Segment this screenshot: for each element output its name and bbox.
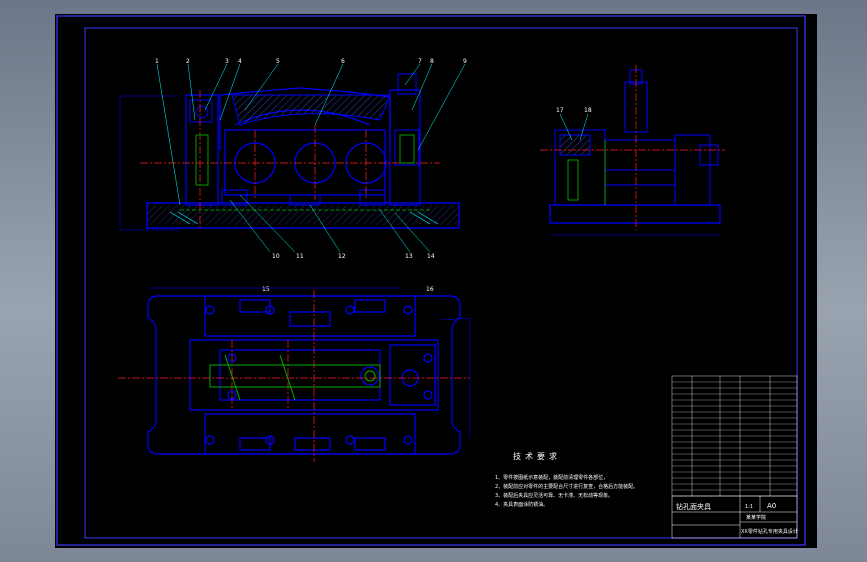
side-view — [549, 69, 721, 236]
title-block — [671, 495, 798, 539]
inner-frame — [84, 27, 798, 539]
label-11: 11 — [296, 253, 304, 260]
front-view-centerlines — [140, 90, 440, 230]
part-labels: 1 2 3 4 5 6 7 8 9 10 11 12 13 14 15 16 1… — [155, 58, 592, 293]
label-16: 16 — [426, 286, 434, 293]
front-view-hatch — [169, 211, 439, 225]
tech-requirements-title: 技术要求 — [513, 451, 561, 461]
front-view-green — [180, 134, 430, 211]
label-9: 9 — [463, 58, 467, 65]
label-4: 4 — [238, 58, 242, 65]
sheet-size: A0 — [767, 502, 776, 510]
side-leaders — [559, 113, 589, 141]
label-18: 18 — [584, 107, 592, 114]
tech-note-2: 2、装配前应对零件的主要配合尺寸进行复查，合格后方能装配。 — [495, 483, 638, 490]
drawing-scale: 1:1 — [745, 504, 753, 510]
fixture-drawing: 1 2 3 4 5 6 7 8 9 10 11 12 13 14 15 16 1… — [56, 15, 806, 546]
side-view-centerlines — [540, 65, 725, 230]
label-12: 12 — [338, 253, 346, 260]
label-1: 1 — [155, 58, 159, 65]
tech-note-4: 4、夹具表面涂防锈油。 — [495, 501, 548, 508]
top-view-dims — [148, 287, 471, 438]
label-7: 7 — [418, 58, 422, 65]
top-view-green — [209, 354, 381, 401]
cad-viewport[interactable]: 1 2 3 4 5 6 7 8 9 10 11 12 13 14 15 16 1… — [55, 14, 817, 548]
label-13: 13 — [405, 253, 413, 260]
front-view — [119, 73, 460, 231]
label-17: 17 — [556, 107, 564, 114]
drawing-name: 钻孔面夹具 — [676, 502, 711, 511]
outer-frame — [56, 15, 806, 546]
top-view — [147, 295, 461, 455]
leader-lines — [156, 63, 466, 253]
label-8: 8 — [430, 58, 434, 65]
label-6: 6 — [341, 58, 345, 65]
label-15: 15 — [262, 286, 270, 293]
tech-note-1: 1、零件按图纸示意装配，装配前清理零件各部位， — [495, 474, 608, 481]
tech-note-3: 3、装配后夹具应灵活可靠、无卡滞、无松动等现象。 — [495, 492, 613, 499]
label-5: 5 — [276, 58, 280, 65]
parts-list-rows — [672, 381, 797, 491]
label-3: 3 — [225, 58, 229, 65]
side-view-green — [567, 140, 606, 205]
label-10: 10 — [272, 253, 280, 260]
label-2: 2 — [186, 58, 190, 65]
project-name: XX零件钻孔专用夹具设计 — [741, 528, 798, 535]
school-name: 某某学院 — [746, 514, 766, 521]
label-14: 14 — [427, 253, 435, 260]
